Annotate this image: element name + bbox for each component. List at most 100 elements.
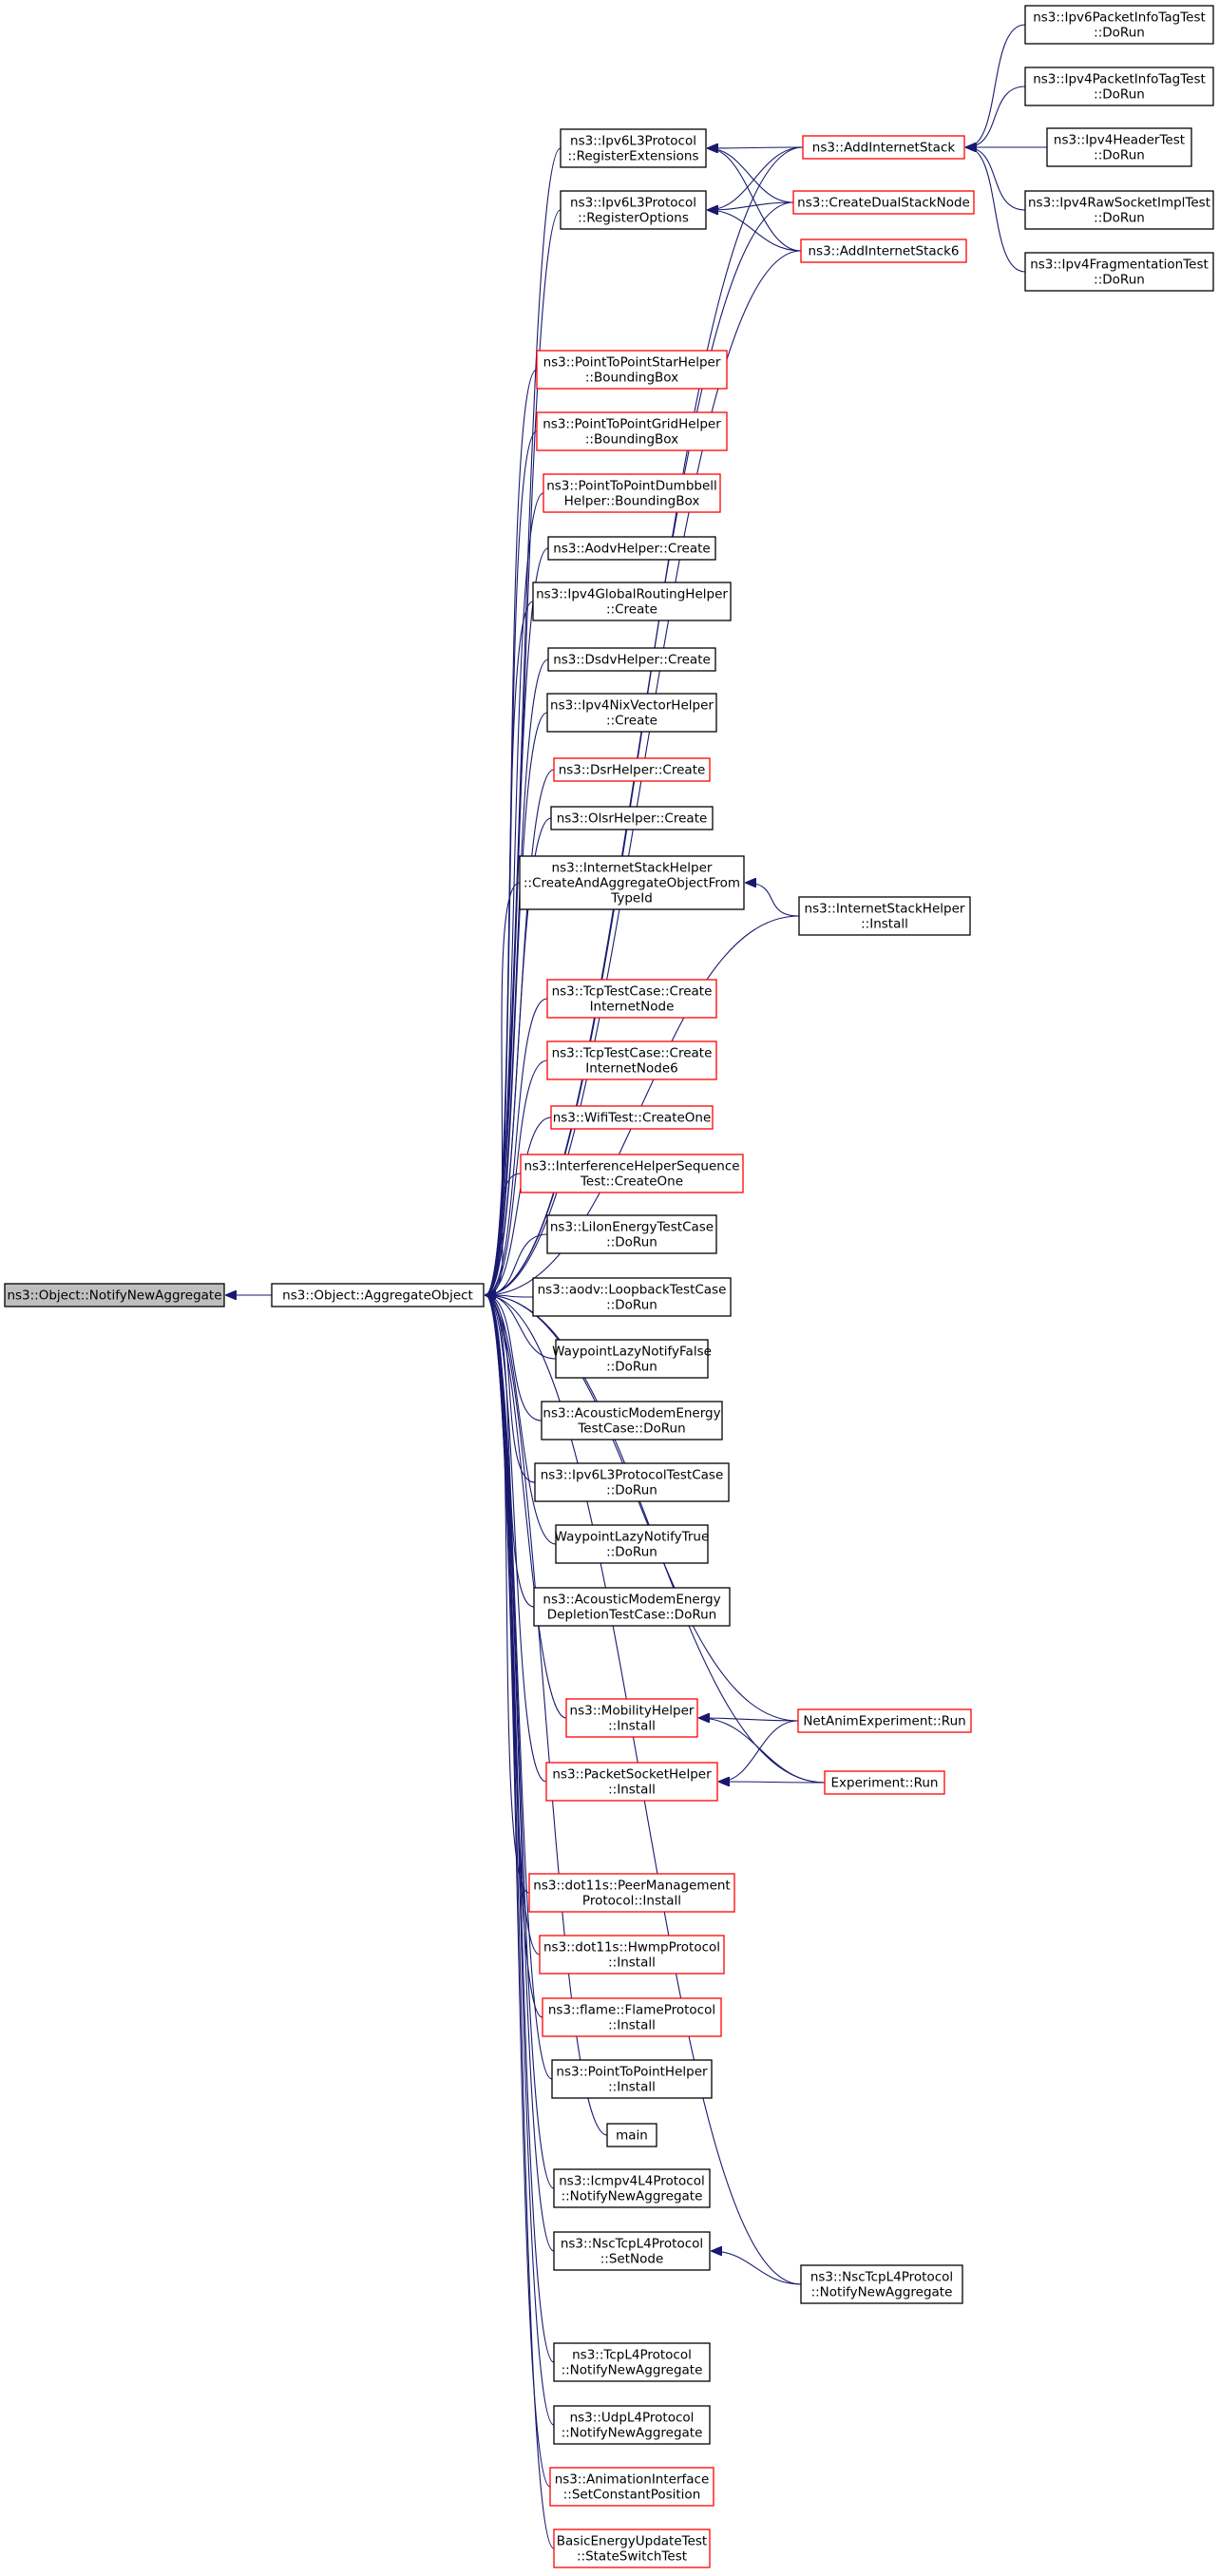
node-box xyxy=(560,190,707,230)
node-aodv[interactable]: ns3::AodvHelper::Create xyxy=(547,536,716,561)
node-ipv6opt[interactable]: ns3::Ipv6L3Protocol::RegisterOptions xyxy=(560,190,707,230)
node-box xyxy=(533,1587,731,1627)
node-icmpv4[interactable]: ns3::Icmpv4L4Protocol::NotifyNewAggregat… xyxy=(553,2168,711,2208)
node-olsr[interactable]: ns3::OlsrHelper::Create xyxy=(550,806,714,830)
node-ptpstar[interactable]: ns3::PointToPointStarHelper::BoundingBox xyxy=(536,350,728,390)
node-label: TestCase::DoRun xyxy=(577,1422,685,1437)
node-animiface[interactable]: ns3::AnimationInterface::SetConstantPosi… xyxy=(549,2467,714,2507)
node-label: ns3::DsrHelper::Create xyxy=(559,763,706,778)
edge-olsr-to-aggregate xyxy=(486,817,552,1295)
edge-exprun-to-packetsock xyxy=(719,1782,826,1783)
node-exprun[interactable]: Experiment::Run xyxy=(824,1770,945,1795)
node-hwmp[interactable]: ns3::dot11s::HwmpProtocol::Install xyxy=(539,1935,725,1975)
node-peermgmt[interactable]: ns3::dot11s::PeerManagementProtocol::Ins… xyxy=(528,1873,735,1913)
node-interf[interactable]: ns3::InterferenceHelperSequenceTest::Cre… xyxy=(520,1154,744,1193)
node-label: ns3::NscTcpL4Protocol xyxy=(810,2270,953,2285)
node-ipv6pkt[interactable]: ns3::Ipv6PacketInfoTagTest::DoRun xyxy=(1024,5,1214,45)
node-ipv4nix[interactable]: ns3::Ipv4NixVectorHelper::Create xyxy=(546,693,717,733)
node-box xyxy=(549,2467,714,2507)
node-box xyxy=(553,2405,711,2445)
node-label: ns3::CreateDualStackNode xyxy=(797,196,970,211)
node-label: ::BoundingBox xyxy=(585,371,678,386)
edge-ipv6tc-to-aggregate xyxy=(486,1295,536,1483)
node-ipv4hdr[interactable]: ns3::Ipv4HeaderTest::DoRun xyxy=(1046,127,1192,167)
edge-mobility-to-aggregate xyxy=(486,1295,567,1719)
node-label: ns3::InternetStackHelper xyxy=(552,861,713,876)
node-ishinstall[interactable]: ns3::InternetStackHelper::Install xyxy=(798,896,971,936)
edge-addinet-to-ipv6opt xyxy=(708,146,804,210)
node-label: ns3::flame::FlameProtocol xyxy=(548,2003,715,2018)
node-ipv4glob[interactable]: ns3::Ipv4GlobalRoutingHelper::Create xyxy=(532,582,732,621)
nodes-layer: ns3::Object::NotifyNewAggregate ns3::Obje… xyxy=(4,5,1214,2568)
node-ipv4pkt[interactable]: ns3::Ipv4PacketInfoTagTest::DoRun xyxy=(1024,67,1214,106)
node-flame[interactable]: ns3::flame::FlameProtocol::Install xyxy=(542,1997,722,2037)
node-label: InternetNode xyxy=(590,1000,675,1015)
node-label: main xyxy=(616,2128,648,2144)
node-label: ns3::NscTcpL4Protocol xyxy=(561,2237,703,2252)
node-acousticdep[interactable]: ns3::AcousticModemEnergyDepletionTestCas… xyxy=(533,1587,731,1627)
node-basicenergy[interactable]: BasicEnergyUpdateTest::StateSwitchTest xyxy=(553,2528,711,2568)
node-netanimrun[interactable]: NetAnimExperiment::Run xyxy=(797,1708,972,1733)
node-label: ns3::TcpL4Protocol xyxy=(572,2348,692,2363)
node-box xyxy=(1024,190,1214,230)
node-dsdv[interactable]: ns3::DsdvHelper::Create xyxy=(547,647,716,672)
node-label: ::NotifyNewAggregate xyxy=(562,2426,703,2441)
node-liion[interactable]: ns3::LiIonEnergyTestCase::DoRun xyxy=(546,1214,717,1254)
node-label: ns3::InterferenceHelperSequence xyxy=(524,1159,739,1174)
node-tcpl4[interactable]: ns3::TcpL4Protocol::NotifyNewAggregate xyxy=(553,2342,711,2382)
node-box xyxy=(520,1154,744,1193)
node-label: ::Create xyxy=(606,602,657,618)
node-label: NetAnimExperiment::Run xyxy=(803,1714,965,1729)
node-box xyxy=(4,1283,225,1307)
node-box xyxy=(606,2123,657,2147)
node-nscsetnode[interactable]: ns3::NscTcpL4Protocol::SetNode xyxy=(553,2231,711,2271)
node-ipv6ext[interactable]: ns3::Ipv6L3Protocol::RegisterExtensions xyxy=(560,128,707,168)
node-ipv4frag[interactable]: ns3::Ipv4FragmentationTest::DoRun xyxy=(1024,252,1214,292)
node-ipv4raw[interactable]: ns3::Ipv4RawSocketImplTest::DoRun xyxy=(1024,190,1214,230)
node-addinet6[interactable]: ns3::AddInternetStack6 xyxy=(800,239,967,263)
edge-interf-to-aggregate xyxy=(486,1173,522,1295)
node-dsr[interactable]: ns3::DsrHelper::Create xyxy=(553,757,711,782)
node-packetsock[interactable]: ns3::PacketSocketHelper::Install xyxy=(545,1762,718,1802)
node-label: ::DoRun xyxy=(606,1483,657,1498)
node-box xyxy=(555,1524,709,1564)
node-ptpdumb[interactable]: ns3::PointToPointDumbbellHelper::Boundin… xyxy=(543,473,721,513)
node-label: Helper::BoundingBox xyxy=(564,494,700,509)
node-aodvloop[interactable]: ns3::aodv::LoopbackTestCase::DoRun xyxy=(532,1277,732,1317)
node-ptpgrid[interactable]: ns3::PointToPointGridHelper::BoundingBox xyxy=(536,411,728,451)
node-ipv6tc[interactable]: ns3::Ipv6L3ProtocolTestCase::DoRun xyxy=(534,1462,730,1502)
node-label: ns3::Ipv4NixVectorHelper xyxy=(550,698,714,714)
node-label: ns3::Ipv6L3Protocol xyxy=(570,134,696,149)
node-label: ns3::Ipv6PacketInfoTagTest xyxy=(1033,10,1206,26)
node-label: ns3::Ipv4GlobalRoutingHelper xyxy=(536,587,728,602)
node-box xyxy=(792,190,975,215)
node-box xyxy=(532,1277,732,1317)
node-ishcreate[interactable]: ns3::InternetStackHelper::CreateAndAggre… xyxy=(519,855,745,910)
node-box xyxy=(543,473,721,513)
node-box xyxy=(1024,5,1214,45)
node-label: ::DoRun xyxy=(606,1545,657,1560)
edge-addinet6-to-ipv6ext xyxy=(708,148,802,252)
node-udpl4[interactable]: ns3::UdpL4Protocol::NotifyNewAggregate xyxy=(553,2405,711,2445)
edge-packetsock-to-aggregate xyxy=(486,1295,547,1783)
node-nscnotify[interactable]: ns3::NscTcpL4Protocol::NotifyNewAggregat… xyxy=(800,2264,963,2304)
node-label: ns3::AddInternetStack6 xyxy=(809,244,960,259)
node-wifitest[interactable]: ns3::WifiTest::CreateOne xyxy=(550,1105,714,1130)
node-addinet[interactable]: ns3::AddInternetStack xyxy=(802,135,965,160)
node-wplazyt[interactable]: WaypointLazyNotifyTrue::DoRun xyxy=(555,1524,710,1564)
node-mobility[interactable]: ns3::MobilityHelper::Install xyxy=(565,1698,698,1738)
node-label: ns3::dot11s::HwmpProtocol xyxy=(543,1940,720,1956)
node-box xyxy=(565,1698,698,1738)
node-label: ns3::Object::NotifyNewAggregate xyxy=(7,1288,221,1304)
node-dualstack[interactable]: ns3::CreateDualStackNode xyxy=(792,190,975,215)
node-box xyxy=(536,350,728,390)
node-main[interactable]: main xyxy=(606,2123,657,2147)
node-wplazyf[interactable]: WaypointLazyNotifyFalse::DoRun xyxy=(552,1339,712,1379)
edge-nscsetnode-to-aggregate xyxy=(486,1295,555,2252)
node-label: ::NotifyNewAggregate xyxy=(811,2285,953,2300)
node-aggregate[interactable]: ns3::Object::AggregateObject xyxy=(271,1283,485,1307)
node-ptphelper[interactable]: ns3::PointToPointHelper::Install xyxy=(551,2059,713,2099)
